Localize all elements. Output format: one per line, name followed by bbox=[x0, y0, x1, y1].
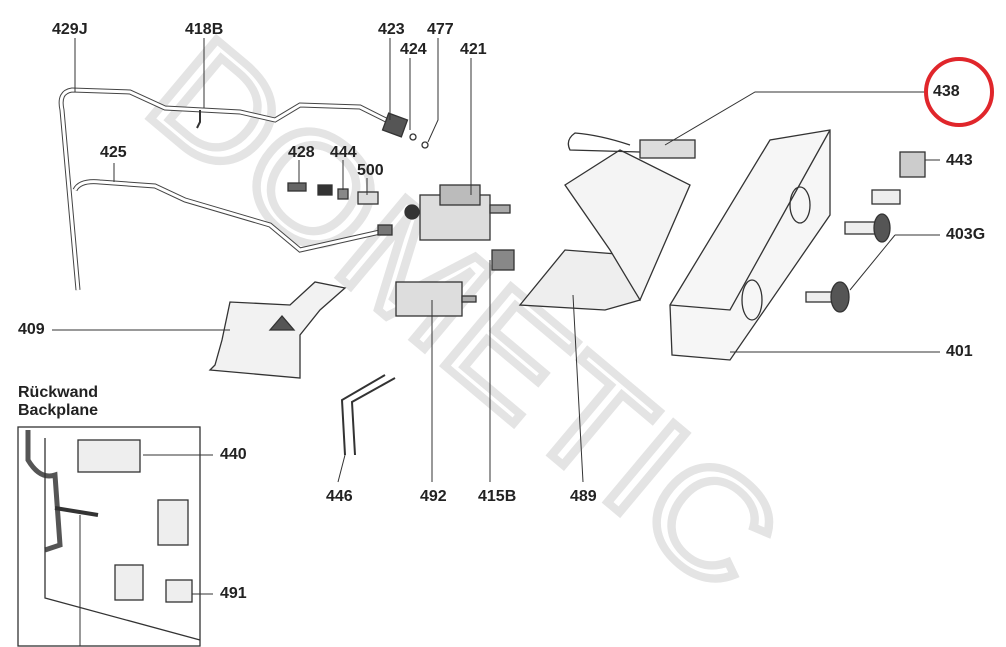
part-label-409: 409 bbox=[18, 321, 45, 338]
part-label-423: 423 bbox=[378, 21, 405, 38]
part-label-440: 440 bbox=[220, 446, 247, 463]
part-label-477: 477 bbox=[427, 21, 454, 38]
backplane-title-de: Rückwand bbox=[18, 384, 99, 401]
part-label-438: 438 bbox=[933, 83, 960, 100]
part-label-429J: 429J bbox=[52, 21, 88, 38]
part-label-428: 428 bbox=[288, 144, 315, 161]
part-label-415B: 415B bbox=[478, 488, 517, 505]
part-label-421: 421 bbox=[460, 41, 487, 58]
part-label-424: 424 bbox=[400, 41, 427, 58]
part-label-491: 491 bbox=[220, 585, 247, 602]
part-label-425: 425 bbox=[100, 144, 127, 161]
part-label-492: 492 bbox=[420, 488, 447, 505]
part-label-403G: 403G bbox=[946, 226, 986, 243]
part-label-489: 489 bbox=[570, 488, 597, 505]
part-label-418B: 418B bbox=[185, 21, 224, 38]
part-label-443: 443 bbox=[946, 152, 973, 169]
part-label-500: 500 bbox=[357, 162, 384, 179]
part-label-444: 444 bbox=[330, 144, 357, 161]
part-label-401: 401 bbox=[946, 343, 973, 360]
highlight-circle bbox=[924, 57, 994, 127]
part-label-446: 446 bbox=[326, 488, 353, 505]
backplane-title-en: Backplane bbox=[18, 402, 99, 419]
